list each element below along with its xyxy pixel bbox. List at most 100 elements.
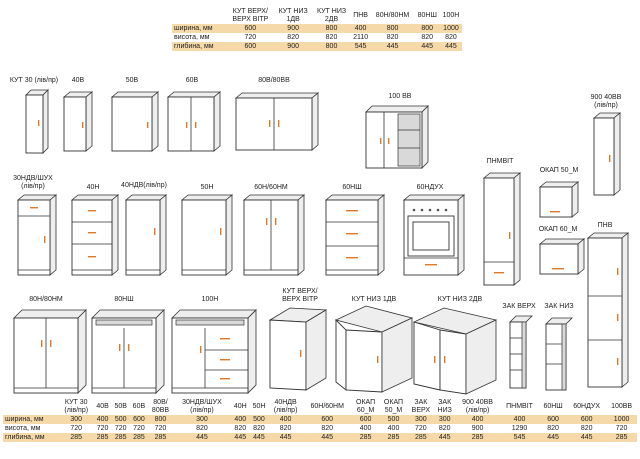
table-cell: 445 <box>302 433 352 442</box>
table-cell: 820 <box>414 33 440 42</box>
bottom-header-cell: 40Н <box>233 403 247 410</box>
table-cell: 600 <box>539 415 568 424</box>
label-okap60: ОКАП 60_М <box>538 226 578 233</box>
table-cell: 720 <box>93 424 112 433</box>
table-cell: 545 <box>499 433 540 442</box>
table-cell: 820 <box>268 424 303 433</box>
table-cell: 600 <box>567 415 607 424</box>
table-cell: 820 <box>230 424 250 433</box>
top-header-cell: 80Н/80НМ <box>375 12 410 19</box>
row-label: висота, мм <box>3 424 59 433</box>
table-cell: 600 <box>129 415 148 424</box>
table-cell: 720 <box>129 424 148 433</box>
table-cell: 400 <box>268 415 303 424</box>
row-label: ширина, мм <box>3 415 59 424</box>
label-40v: 40В <box>71 77 85 84</box>
cabinet-pnmvit <box>482 172 522 286</box>
table-cell: 600 <box>226 42 274 51</box>
bottom-header-cell: 60НШ <box>543 403 563 410</box>
label-kut-niz2: КУТ НИЗ 2ДВ <box>437 296 483 303</box>
bottom-header-cell: 80В/ 80ВВ <box>151 399 170 414</box>
cabinet-kut-verh <box>268 307 328 391</box>
top-header-cell: 100Н <box>442 12 460 19</box>
table-cell: 285 <box>93 433 112 442</box>
row-label: ширина, мм <box>172 24 227 33</box>
top-header-cell: КУТ ВЕРХ/ ВЕРХ ВІТР <box>232 8 269 23</box>
cabinet-40ndv <box>124 194 168 276</box>
row-label: глибина, мм <box>172 42 227 51</box>
label-100n: 100Н <box>201 296 219 303</box>
table-cell: 400 <box>230 415 250 424</box>
table-cell: 285 <box>379 433 408 442</box>
label-kut-verh: КУТ ВЕРХ/ ВЕРХ ВІТР <box>282 288 318 303</box>
label-900-40vv: 900 40ВВ (лів/пр) <box>590 94 622 109</box>
table-cell: 800 <box>312 24 351 33</box>
table-cell: 1000 <box>439 24 462 33</box>
table-cell: 300 <box>59 415 94 424</box>
table-cell: 300 <box>172 415 231 424</box>
table-cell: 445 <box>439 42 462 51</box>
row-label: висота, мм <box>172 33 227 42</box>
table-row: висота, мм 720 820 820 2110 820 820 820 <box>172 33 462 42</box>
table-cell: 445 <box>414 42 440 51</box>
cabinet-80n <box>13 309 87 394</box>
bottom-header-cell: 50В <box>114 403 127 410</box>
table-cell: 400 <box>499 415 540 424</box>
bottom-header-cell: 60В <box>132 403 146 410</box>
table-cell: 400 <box>379 424 408 433</box>
table-cell: 800 <box>148 415 173 424</box>
table-cell: 900 <box>273 42 313 51</box>
cabinet-60nduh <box>402 194 466 276</box>
cabinet-kut-niz2 <box>412 307 498 395</box>
bottom-header-cell: 100ВВ <box>611 403 633 410</box>
cabinet-900-40vv <box>592 112 622 196</box>
label-80nsh: 80НШ <box>114 296 134 303</box>
cabinet-40n <box>70 194 120 276</box>
label-60v: 60В <box>185 77 199 84</box>
label-60nsh: 60НШ <box>342 184 362 191</box>
top-header-cell: КУТ НИЗ 1ДВ <box>278 8 308 23</box>
cabinet-zak-verh <box>509 315 533 389</box>
bottom-header-cell: 900 40ВВ (лів/пр) <box>462 399 493 414</box>
table-cell: 285 <box>111 433 130 442</box>
cabinet-100n <box>171 309 257 394</box>
table-cell: 820 <box>567 424 607 433</box>
table-cell: 300 <box>434 415 456 424</box>
table-cell: 300 <box>407 415 435 424</box>
table-cell: 1290 <box>499 424 540 433</box>
label-pnmvit: ПНМВІТ <box>486 158 514 165</box>
table-row: висота, мм 720 720 720 720 720 820 820 8… <box>3 424 637 433</box>
top-header-cell: ПНВ <box>353 12 368 19</box>
cabinet-50v <box>110 91 160 152</box>
table-cell: 285 <box>59 433 94 442</box>
table-cell: 400 <box>93 415 112 424</box>
bottom-table-header: КУТ 30 (лів/пр) 40В 50В 60В 80В/ 80ВВ 30… <box>3 399 637 415</box>
table-cell: 500 <box>111 415 130 424</box>
table-row: ширина, мм 600 900 800 400 800 800 1000 <box>172 24 462 33</box>
table-cell: 900 <box>273 24 313 33</box>
bottom-header-cell: 60Н/60НМ <box>310 403 344 410</box>
cabinet-100vv <box>365 105 429 169</box>
cabinet-pnv <box>586 232 630 388</box>
table-cell: 800 <box>414 24 440 33</box>
table-cell: 720 <box>111 424 130 433</box>
cabinet-80v <box>234 92 320 151</box>
table-cell: 820 <box>302 424 352 433</box>
table-cell: 285 <box>351 433 380 442</box>
top-header-cell: 80НШ <box>417 12 437 19</box>
label-100vv: 100 ВВ <box>388 93 412 100</box>
table-cell: 800 <box>312 42 351 51</box>
cabinet-60n <box>242 194 306 276</box>
table-cell: 445 <box>434 433 456 442</box>
table-cell: 820 <box>434 424 456 433</box>
table-row: ширина, мм 300 400 500 600 800 300 400 5… <box>3 415 637 424</box>
table-cell: 445 <box>539 433 568 442</box>
table-cell: 900 <box>455 424 500 433</box>
table-cell: 400 <box>455 415 500 424</box>
table-cell: 500 <box>379 415 408 424</box>
table-row: глибина, мм 600 900 800 545 445 445 445 <box>172 42 462 51</box>
top-dimension-table: КУТ ВЕРХ/ ВЕРХ ВІТР КУТ НИЗ 1ДВ КУТ НИЗ … <box>172 8 462 51</box>
label-okap50: ОКАП 50_М <box>539 167 579 174</box>
cabinet-60nsh <box>324 194 386 276</box>
